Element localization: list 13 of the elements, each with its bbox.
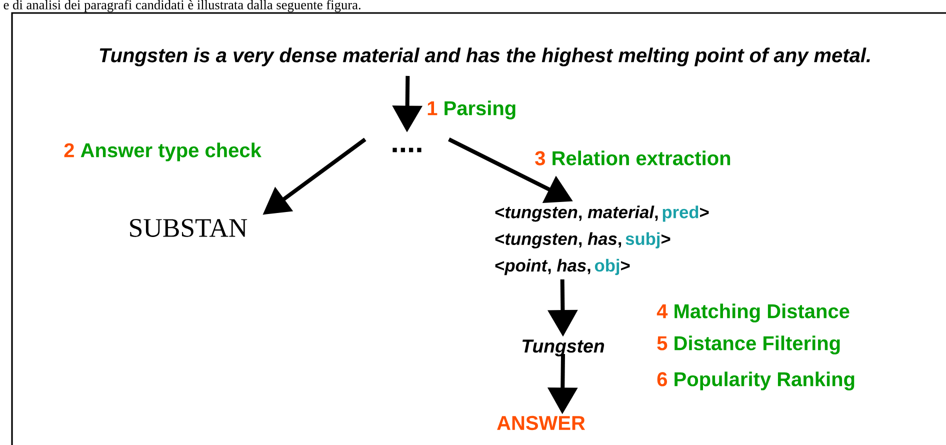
step-label: 3 Relation extraction	[535, 150, 730, 166]
step-label: 6 Popularity Ranking	[657, 372, 854, 390]
answer-text: ANSWER	[497, 416, 586, 430]
caption-text: e di analisi dei paragrafi candidati è illustrata dalla seguente figura.	[4, 0, 360, 12]
triple-list: <tungsten, material, pred> <tungsten, has, subj> <point, has, obj>	[495, 206, 709, 276]
sentence-text: Tungsten is a very dense material and has the highest melting point of any metal.	[100, 48, 870, 66]
step-label: 5 Distance Filtering	[657, 336, 840, 354]
candidate-text: Tungsten	[522, 340, 604, 356]
category-text: SUBSTAN	[130, 219, 248, 237]
step-label: 1 Parsing	[428, 100, 516, 120]
ellipsis-text: ....	[392, 148, 422, 152]
step-label: 2 Answer type check	[64, 142, 262, 162]
step-label: 4 Matching Distance	[656, 304, 850, 322]
